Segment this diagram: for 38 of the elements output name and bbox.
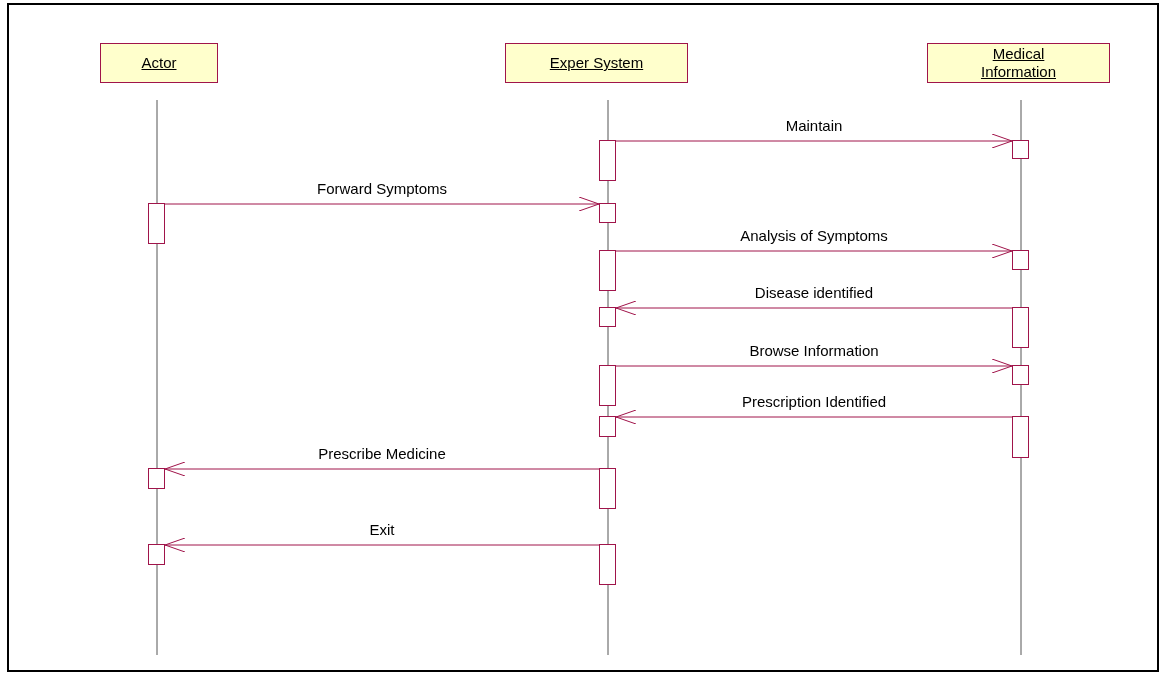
- activation-bar: [148, 468, 165, 489]
- activation-bar: [599, 416, 616, 437]
- participant-box: [505, 43, 688, 83]
- activation-bar: [148, 203, 165, 244]
- activation-bar: [1012, 140, 1029, 159]
- message-arrow: [615, 409, 1013, 425]
- message-label: Browse Information: [749, 342, 879, 359]
- activation-bar: [599, 307, 616, 327]
- message-label: Exit: [369, 521, 395, 538]
- activation-bar: [599, 544, 616, 585]
- activation-bar: [1012, 307, 1029, 348]
- activation-bar: [1012, 365, 1029, 385]
- message-label: Prescription Identified: [741, 393, 887, 410]
- activation-bar: [1012, 250, 1029, 270]
- message-arrow: [164, 461, 600, 477]
- activation-bar: [599, 250, 616, 291]
- participant-name: Actor: [141, 54, 177, 72]
- participant-box: [100, 43, 218, 83]
- message-arrow: [164, 537, 600, 553]
- message-arrow: [615, 358, 1013, 374]
- activation-bar: [599, 203, 616, 223]
- message-arrow: [615, 133, 1013, 149]
- message-label: Disease identified: [754, 284, 874, 301]
- participant-name: Exper System: [549, 54, 644, 72]
- message-label: Forward Symptoms: [317, 180, 447, 197]
- activation-bar: [1012, 416, 1029, 458]
- message-label: Analysis of Symptoms: [740, 227, 888, 244]
- message-label: Prescribe Medicine: [318, 445, 446, 462]
- activation-bar: [148, 544, 165, 565]
- message-arrow: [615, 300, 1013, 316]
- participant-name: Medical Information: [979, 45, 1057, 81]
- activation-bar: [599, 468, 616, 509]
- message-arrow: [615, 243, 1013, 259]
- activation-bar: [599, 140, 616, 181]
- activation-bar: [599, 365, 616, 406]
- message-arrow: [164, 196, 600, 212]
- participant-box: [927, 43, 1110, 83]
- message-label: Maintain: [785, 117, 843, 134]
